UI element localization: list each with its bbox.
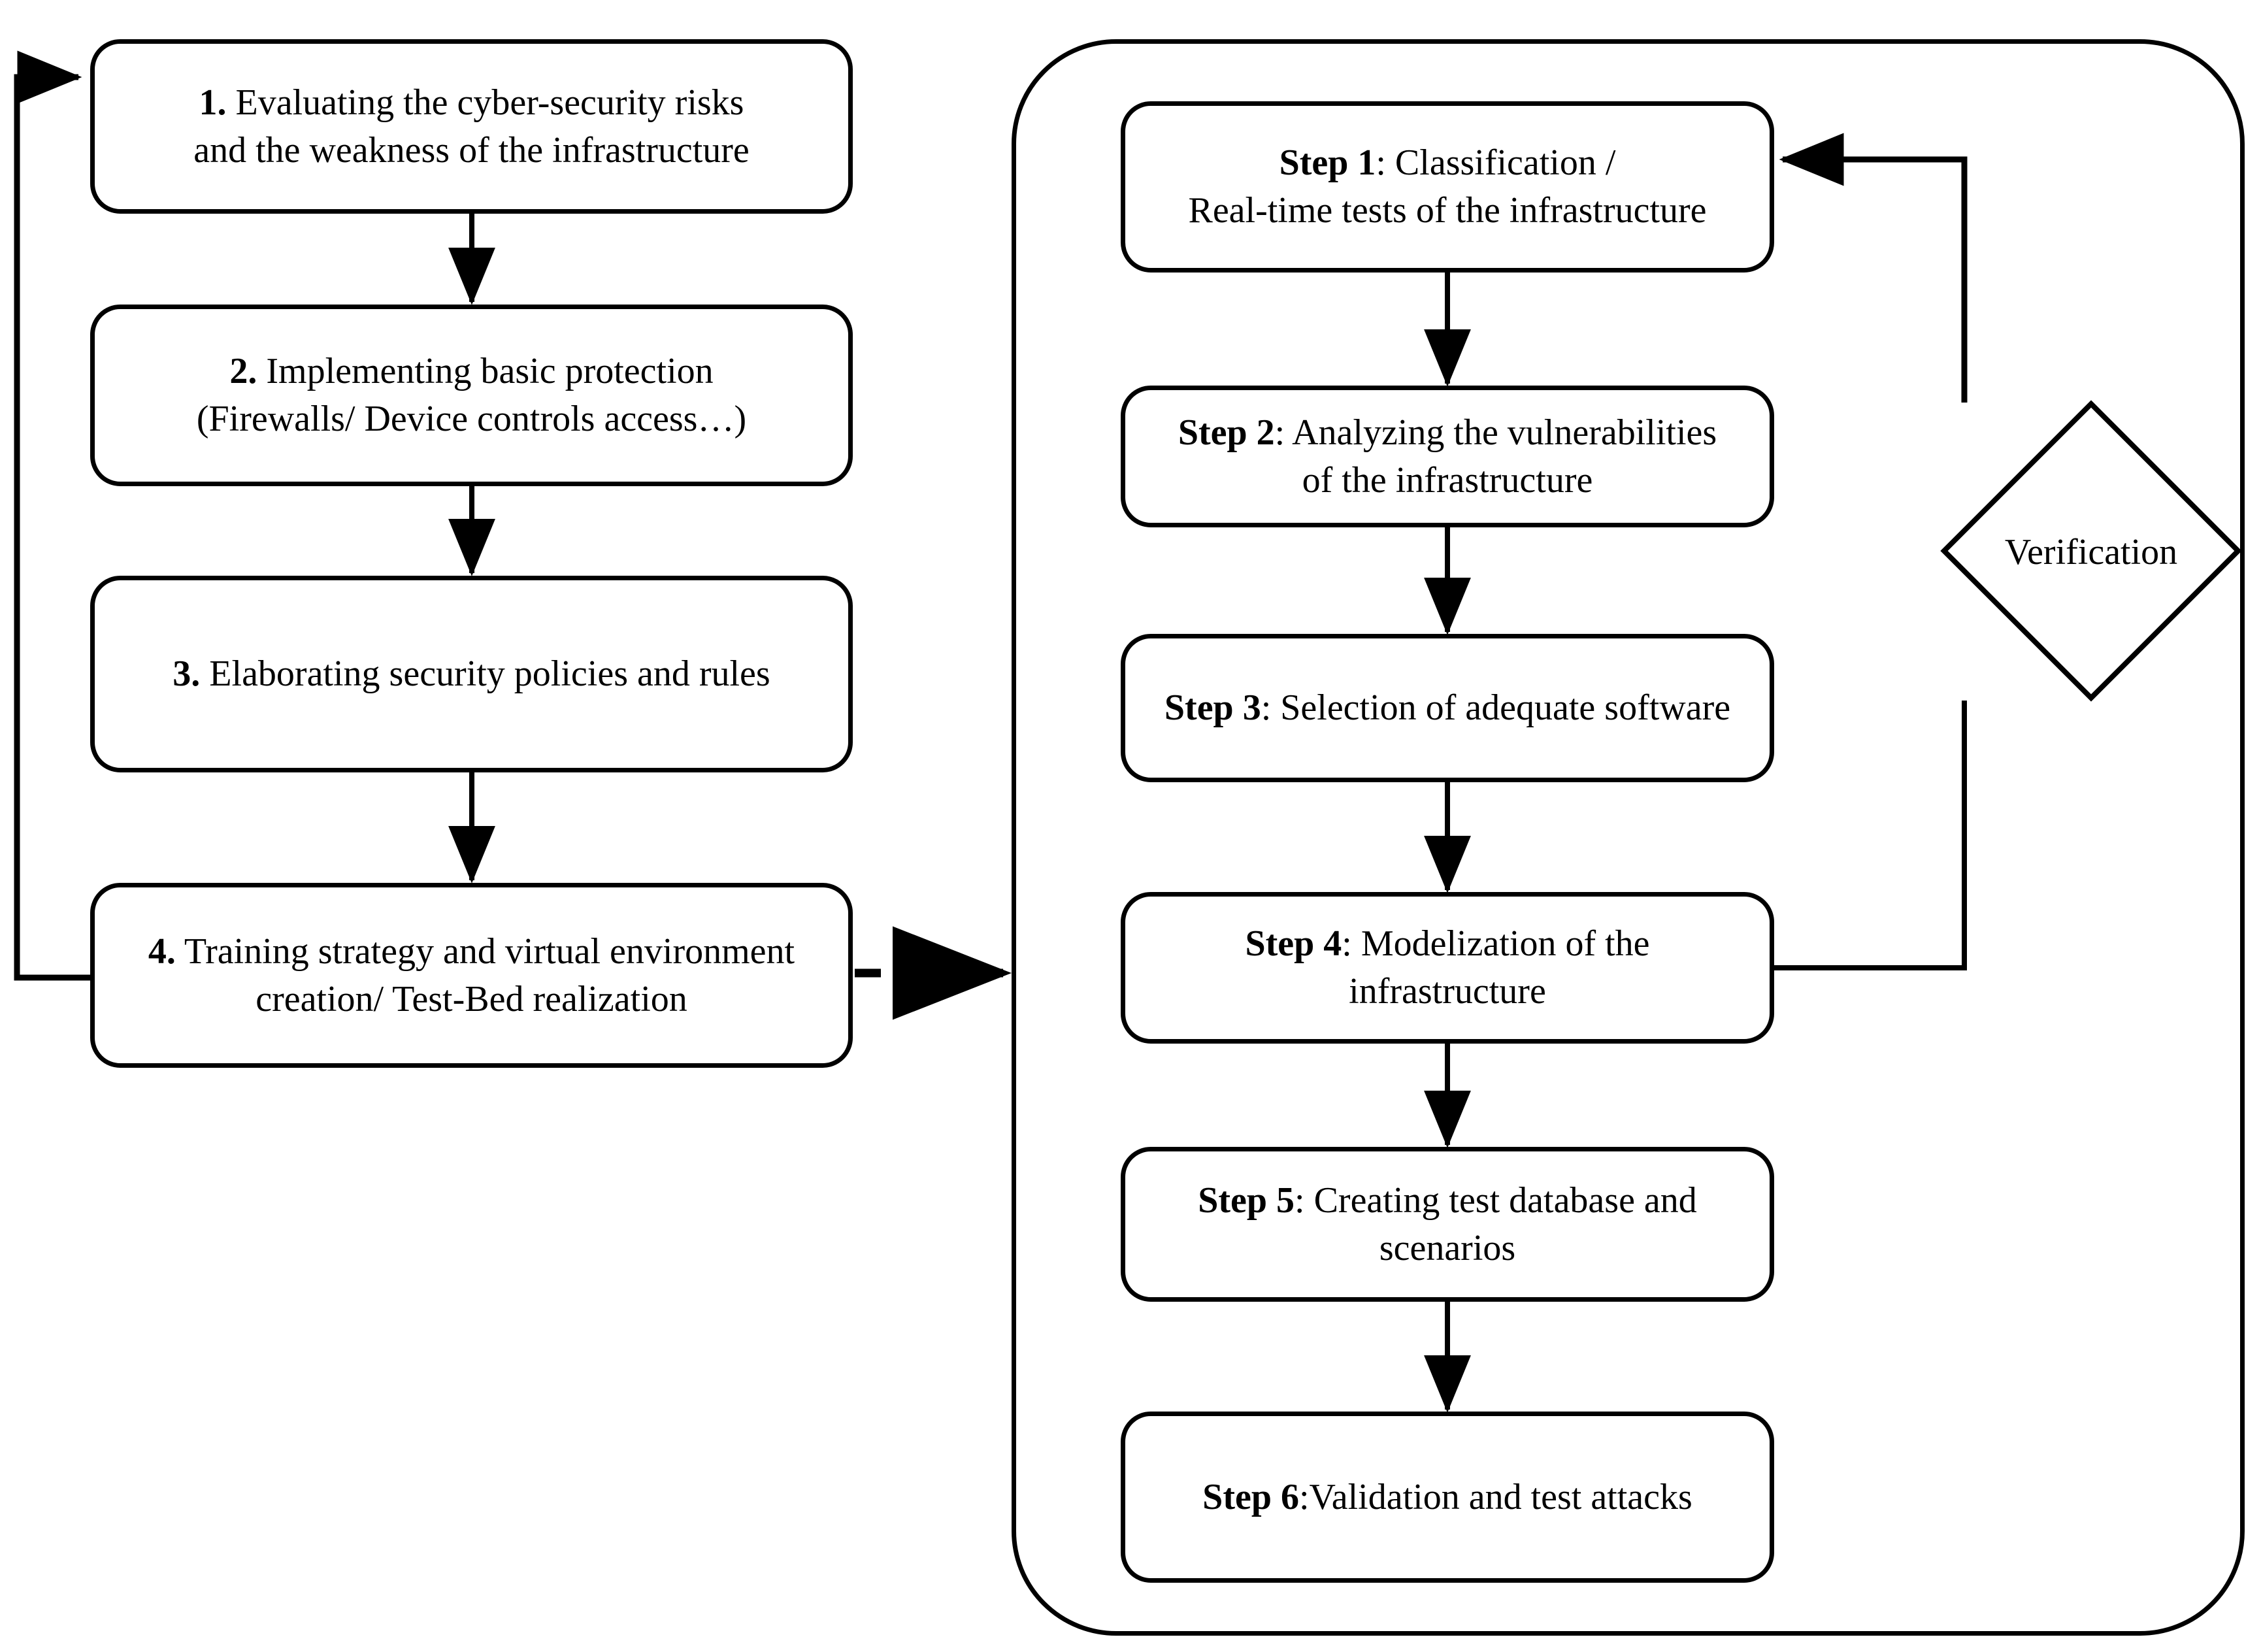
process-box-left-3[interactable]: 3. Elaborating security policies and rul…: [90, 576, 853, 772]
process-box-left-3-line-1: Elaborating security policies and rules: [209, 653, 770, 695]
process-box-left-1-number: 1.: [199, 82, 227, 123]
process-box-right-step-2-text: Step 2: Analyzing the vulnerabilities of…: [1141, 409, 1754, 504]
process-box-right-step-2-label: Step 2: [1178, 412, 1275, 453]
process-box-left-2-text: 2. Implementing basic protection (Firewa…: [110, 348, 833, 443]
process-box-right-step-5-sep: :: [1295, 1180, 1314, 1221]
process-box-left-2-line-1: Implementing basic protection: [266, 351, 714, 392]
process-box-right-step-5-line-1: Creating test database and: [1313, 1180, 1697, 1221]
process-box-right-step-6-label: Step 6: [1202, 1476, 1299, 1517]
process-box-left-4-line-1: Training strategy and virtual environmen…: [184, 931, 795, 972]
process-box-right-step-4-text: Step 4: Modelization of the infrastructu…: [1141, 920, 1754, 1016]
process-box-right-step-1-line-2: Real-time tests of the infrastructure: [1188, 190, 1707, 231]
process-box-right-step-5-line-2: scenarios: [1379, 1227, 1516, 1268]
process-box-right-step-2-sep: :: [1274, 412, 1293, 453]
process-box-right-step-3[interactable]: Step 3: Selection of adequate software: [1121, 634, 1774, 782]
process-box-left-4-line-2: creation/ Test-Bed realization: [256, 978, 687, 1019]
process-box-right-step-6[interactable]: Step 6:Validation and test attacks: [1121, 1412, 1774, 1583]
process-box-left-2[interactable]: 2. Implementing basic protection (Firewa…: [90, 305, 853, 486]
process-box-right-step-3-line-1: Selection of adequate software: [1280, 687, 1731, 729]
process-box-right-step-3-sep: :: [1261, 687, 1281, 729]
process-box-left-2-number: 2.: [229, 351, 257, 392]
verification-decision-label: Verification: [2004, 532, 2178, 572]
process-box-right-step-4-label: Step 4: [1245, 923, 1342, 965]
process-box-right-step-2-line-2: of the infrastructure: [1302, 459, 1593, 501]
process-box-right-step-4-line-1: Modelization of the: [1361, 923, 1650, 965]
process-box-right-step-5-text: Step 5: Creating test database and scena…: [1141, 1177, 1754, 1272]
process-box-left-4-number: 4.: [148, 931, 176, 972]
process-box-right-step-6-line-1: Validation and test attacks: [1309, 1476, 1692, 1517]
process-box-left-1-line-2: and the weakness of the infrastructure: [193, 129, 750, 171]
process-box-left-1-text: 1. Evaluating the cyber-security risks a…: [110, 79, 833, 174]
process-box-right-step-6-text: Step 6:Validation and test attacks: [1141, 1474, 1754, 1521]
process-box-right-step-2[interactable]: Step 2: Analyzing the vulnerabilities of…: [1121, 386, 1774, 527]
process-box-right-step-2-line-1: Analyzing the vulnerabilities: [1292, 412, 1717, 453]
process-box-left-2-line-2: (Firewalls/ Device controls access…): [196, 399, 747, 439]
process-box-right-step-1-text: Step 1: Classification / Real-time tests…: [1141, 139, 1754, 235]
process-box-right-step-3-text: Step 3: Selection of adequate software: [1141, 684, 1754, 732]
process-box-left-4-text: 4. Training strategy and virtual environ…: [110, 928, 833, 1023]
process-box-right-step-4[interactable]: Step 4: Modelization of the infrastructu…: [1121, 892, 1774, 1044]
process-box-right-step-1-sep: :: [1376, 142, 1395, 184]
process-box-right-step-5-label: Step 5: [1198, 1180, 1295, 1221]
process-box-right-step-1-line-1: Classification /: [1395, 142, 1616, 184]
process-box-left-1-line-1: Evaluating the cyber-security risks: [235, 82, 744, 123]
process-box-right-step-6-sep: :: [1298, 1476, 1310, 1517]
connector-left-4-to-1-feedback: [14, 50, 90, 981]
process-box-right-step-4-line-2: infrastructure: [1349, 971, 1546, 1012]
test-bed-container-region: [1012, 39, 2245, 1636]
process-box-right-step-1[interactable]: Step 1: Classification / Real-time tests…: [1121, 101, 1774, 273]
process-box-right-step-5[interactable]: Step 5: Creating test database and scena…: [1121, 1147, 1774, 1302]
process-box-right-step-3-label: Step 3: [1164, 687, 1261, 729]
process-box-right-step-1-label: Step 1: [1279, 142, 1376, 184]
process-box-left-1[interactable]: 1. Evaluating the cyber-security risks a…: [90, 39, 853, 214]
process-box-left-4[interactable]: 4. Training strategy and virtual environ…: [90, 883, 853, 1068]
process-box-left-3-text: 3. Elaborating security policies and rul…: [110, 650, 833, 698]
process-box-right-step-4-sep: :: [1342, 923, 1361, 965]
process-box-left-3-number: 3.: [173, 653, 201, 695]
